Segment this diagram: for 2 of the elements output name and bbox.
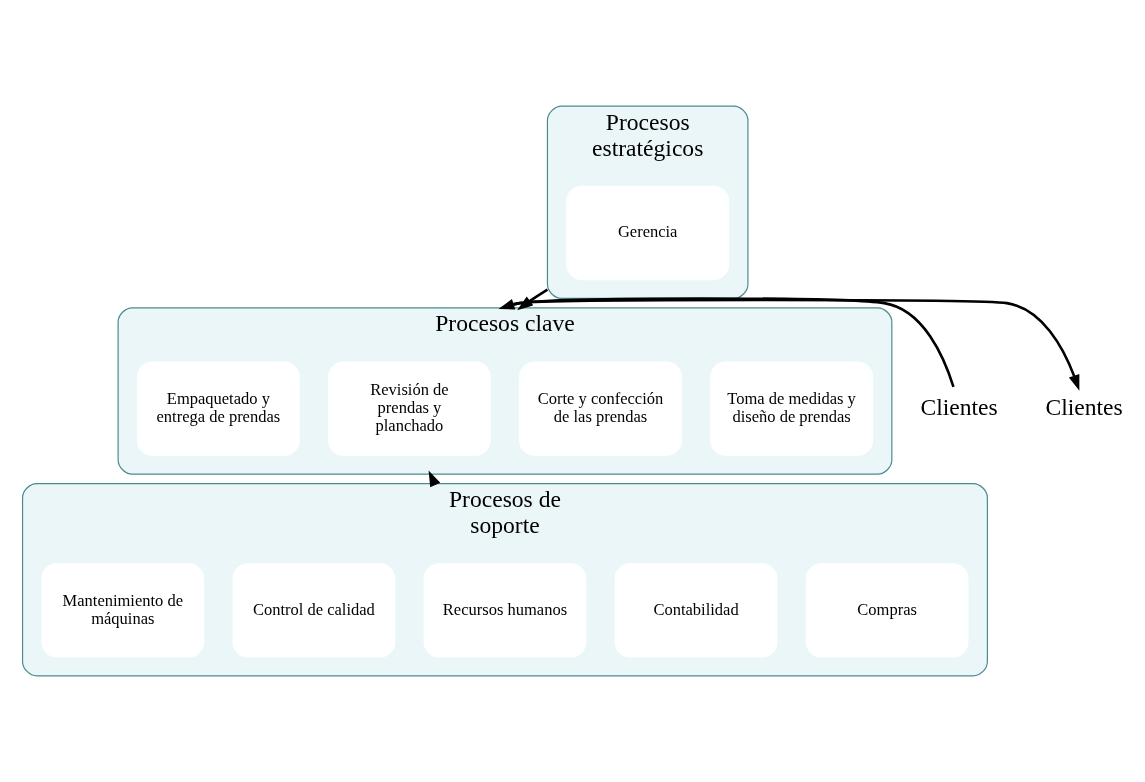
node-text: Clientes [920,393,998,420]
node-text: Clientes [1045,393,1123,420]
